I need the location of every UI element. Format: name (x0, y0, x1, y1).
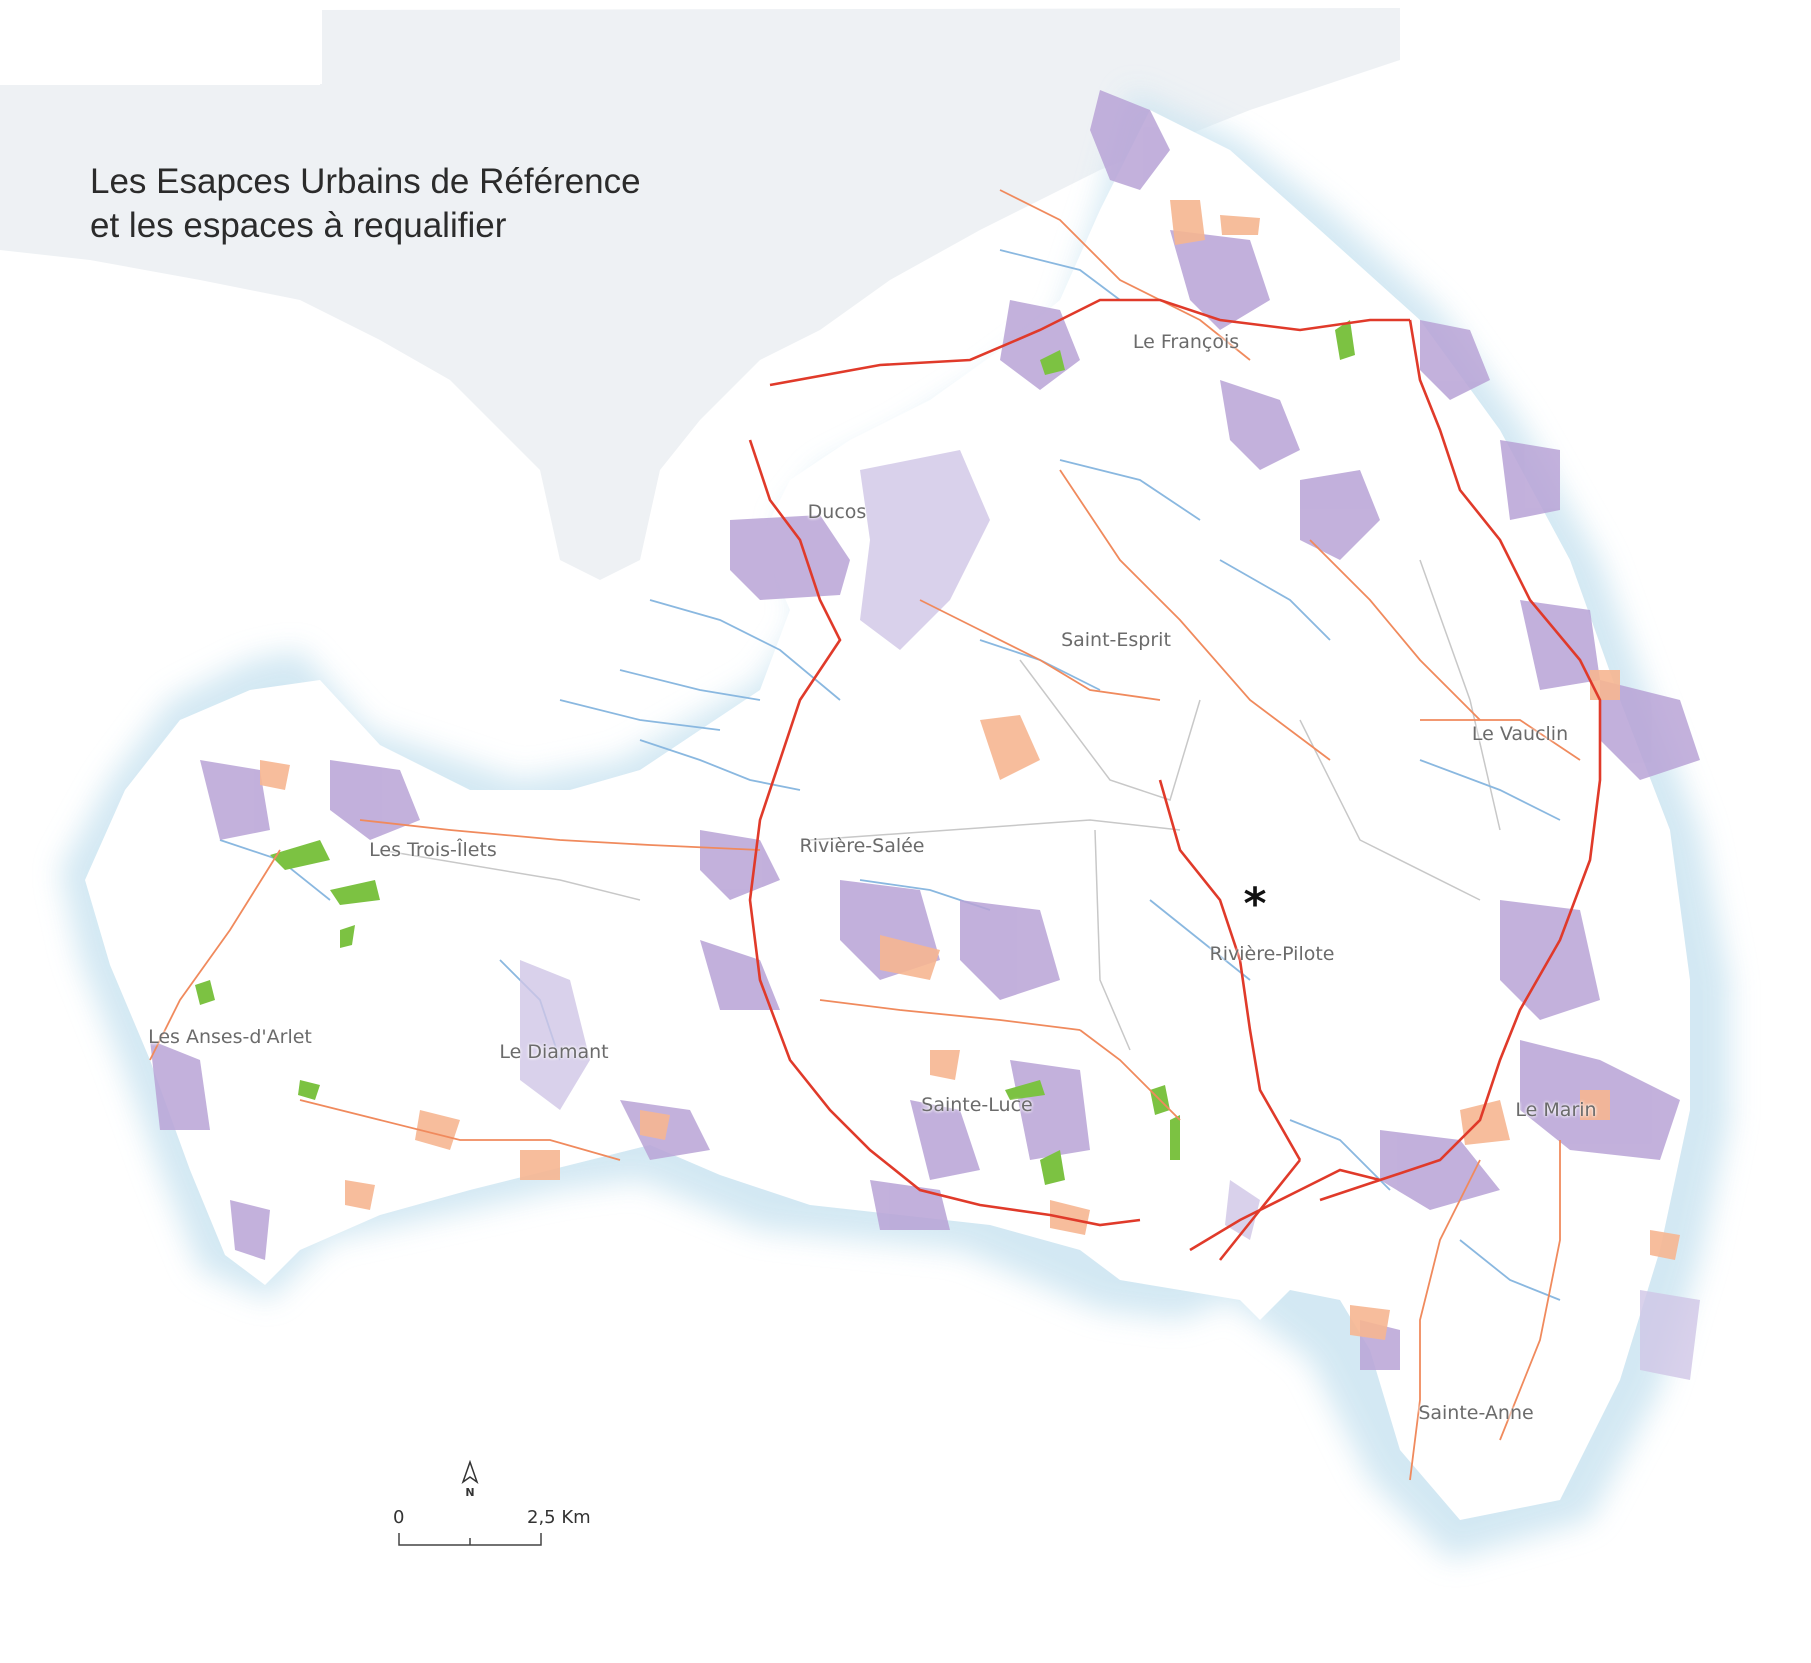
commune-label-riviere-pilote: Rivière-Pilote (1209, 943, 1335, 965)
commune-label-saint-esprit: Saint-Esprit (1061, 629, 1171, 651)
rivers (219, 249, 1561, 1301)
map-title-line1: Les Esapces Urbains de Référence (90, 162, 641, 201)
green-spaces (195, 320, 1355, 1185)
map-title-line2: et les espaces à requalifier (90, 206, 507, 245)
land-mass (85, 110, 1690, 1520)
commune-label-sainte-luce: Sainte-Luce (921, 1094, 1033, 1116)
commune-label-ducos: Ducos (807, 501, 867, 523)
main-roads (748, 298, 1602, 1261)
commune-label-riviere-salee: Rivière-Salée (799, 835, 925, 857)
commune-label-les-trois-ilets: Les Trois-Îlets (369, 839, 497, 861)
commune-label-le-diamant: Le Diamant (499, 1041, 609, 1063)
outer-land (0, 8, 1400, 580)
map-title: Les Esapces Urbains de Référence et les … (90, 160, 641, 248)
urban-reference-areas (150, 90, 1700, 1370)
secondary-roads (149, 189, 1581, 1481)
commune-label-les-anses-darlet: Les Anses-d'Arlet (148, 1026, 312, 1048)
title-box (0, 0, 322, 84)
scale-bar (398, 1533, 542, 1546)
commune-boundaries (379, 559, 1501, 1051)
requalify-areas (260, 200, 1680, 1340)
scale-start-label: 0 (393, 1507, 405, 1528)
commune-label-le-francois: Le François (1132, 331, 1240, 353)
commune-label-sainte-anne: Sainte-Anne (1418, 1402, 1534, 1424)
north-arrow-icon: N (461, 1460, 479, 1499)
commune-label-le-vauclin: Le Vauclin (1471, 723, 1569, 745)
asterisk-marker-icon: * (1243, 878, 1267, 930)
scale-end-label: 2,5 Km (527, 1507, 591, 1528)
north-arrow-label: N (465, 1486, 474, 1499)
commune-label-le-marin: Le Marin (1515, 1099, 1597, 1121)
urban-light-areas (520, 450, 1700, 1380)
